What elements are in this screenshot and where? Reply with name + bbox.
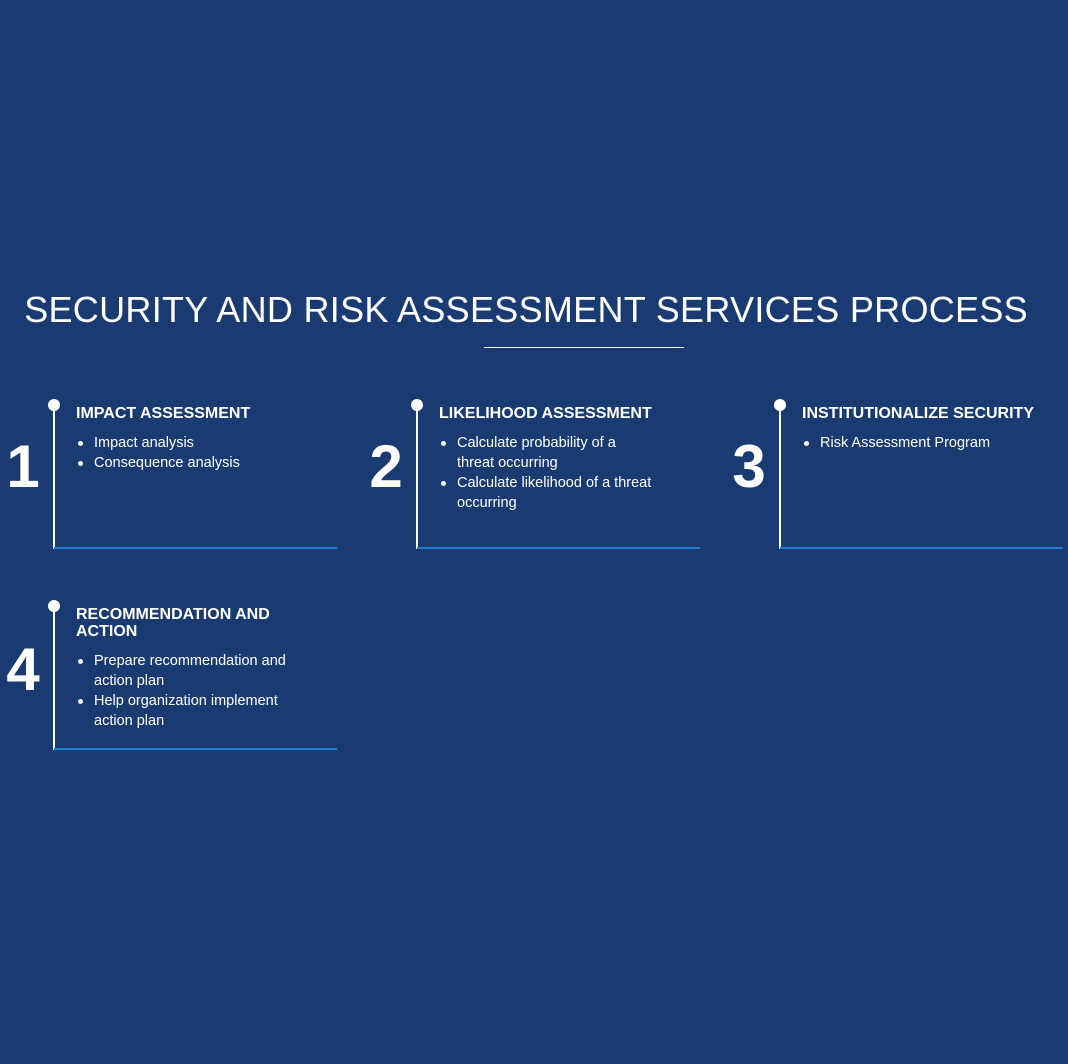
step-number: 4	[6, 636, 40, 703]
title-divider	[484, 347, 684, 348]
step-heading: RECOMMENDATION AND ACTION	[76, 606, 270, 640]
list-item: Impact analysis	[76, 433, 326, 453]
step-heading: IMPACT ASSESSMENT	[76, 405, 251, 422]
step-underline	[54, 547, 337, 549]
list-item: Calculate probability of a threat occurr…	[439, 433, 654, 473]
step-bullet-list: Calculate probability of a threat occurr…	[439, 433, 654, 513]
step-content: RECOMMENDATION AND ACTION Prepare recomm…	[76, 606, 326, 731]
step-bullet-list: Risk Assessment Program	[802, 433, 1052, 453]
list-item: Help organization implement action plan	[76, 691, 301, 731]
list-item: Calculate likelihood of a threat occurri…	[439, 473, 654, 513]
process-step-2: 2 LIKELIHOOD ASSESSMENT Calculate probab…	[363, 399, 700, 569]
step-heading: INSTITUTIONALIZE SECURITY	[802, 405, 1034, 422]
step-underline	[417, 547, 700, 549]
list-item: Prepare recommendation and action plan	[76, 651, 301, 691]
process-step-1: 1 IMPACT ASSESSMENT Impact analysis Cons…	[0, 399, 337, 569]
step-underline	[780, 547, 1063, 549]
step-bullet-list: Prepare recommendation and action plan H…	[76, 651, 301, 731]
step-underline	[54, 748, 337, 750]
step-number: 1	[6, 433, 40, 500]
timeline-line	[779, 405, 781, 549]
list-item: Consequence analysis	[76, 453, 326, 473]
page-title: SECURITY AND RISK ASSESSMENT SERVICES PR…	[24, 289, 1028, 330]
timeline-line	[416, 405, 418, 549]
step-content: LIKELIHOOD ASSESSMENT Calculate probabil…	[439, 405, 689, 513]
step-content: IMPACT ASSESSMENT Impact analysis Conseq…	[76, 405, 326, 473]
step-bullet-list: Impact analysis Consequence analysis	[76, 433, 326, 473]
step-content: INSTITUTIONALIZE SECURITY Risk Assessmen…	[802, 405, 1052, 453]
process-step-4: 4 RECOMMENDATION AND ACTION Prepare reco…	[0, 600, 337, 770]
process-step-3: 3 INSTITUTIONALIZE SECURITY Risk Assessm…	[726, 399, 1063, 569]
step-number: 3	[732, 433, 766, 500]
timeline-line	[53, 606, 55, 750]
step-number: 2	[369, 433, 403, 500]
list-item: Risk Assessment Program	[802, 433, 1052, 453]
step-heading: LIKELIHOOD ASSESSMENT	[439, 405, 652, 422]
timeline-line	[53, 405, 55, 549]
